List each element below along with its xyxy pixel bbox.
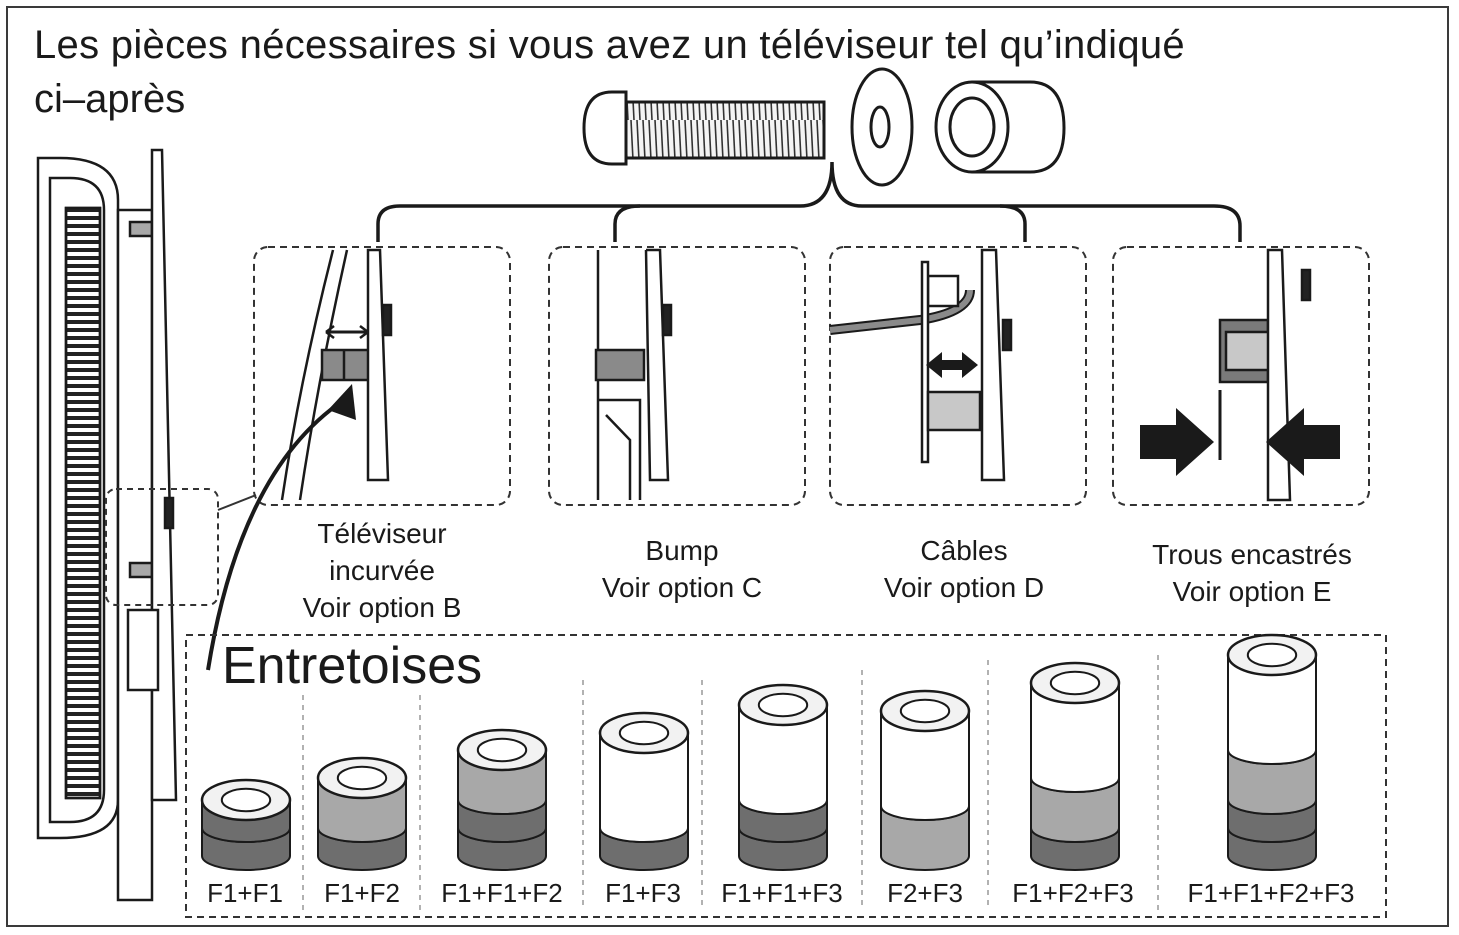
page-title-line2: ci–après xyxy=(34,77,186,121)
spacer-stack xyxy=(1226,633,1318,871)
option-e-line1: Trous encastrés xyxy=(1152,539,1352,570)
option-b-line1: Téléviseur xyxy=(317,518,447,549)
spacer-stacks xyxy=(200,633,1318,871)
curved-arrow-icon xyxy=(206,384,356,671)
washer-icon xyxy=(850,67,914,187)
option-d-caption: Câbles Voir option D xyxy=(832,532,1096,606)
option-e-line2: Voir option E xyxy=(1172,576,1332,607)
option-d-line1: Câbles xyxy=(920,535,1008,566)
spacer-label: F1+F2 xyxy=(324,878,400,908)
spacers-frame xyxy=(185,634,1387,918)
spacer-piece xyxy=(599,732,689,843)
option-c-line1: Bump xyxy=(645,535,719,566)
push-arrow-icon xyxy=(1140,408,1340,476)
spacer-hole xyxy=(1246,642,1298,668)
spacer-piece xyxy=(1030,777,1120,843)
page-title: Les pièces nécessaires si vous avez un t… xyxy=(34,23,1185,67)
page-frame xyxy=(6,6,1449,927)
spacer-piece xyxy=(1227,749,1317,815)
option-b-line2: incurvée xyxy=(329,555,435,586)
spacer-hole xyxy=(220,787,272,813)
spacer-label: F1+F1+F2+F3 xyxy=(1187,878,1355,908)
spacer-stack xyxy=(316,756,408,871)
panel-bump xyxy=(594,248,673,500)
spacer-stack xyxy=(737,683,829,871)
spacer-label: F1+F3 xyxy=(605,878,681,908)
spacer-stack xyxy=(456,728,548,871)
group-bracket xyxy=(376,161,1242,242)
spacer-piece xyxy=(1227,654,1317,765)
panel-curved-tv xyxy=(280,248,393,501)
spacer-label: F1+F1+F2 xyxy=(441,878,563,908)
spacer-piece xyxy=(880,710,970,821)
spacer-stack xyxy=(598,711,690,871)
spacer-label: F1+F1+F3 xyxy=(721,878,843,908)
spacer-hole xyxy=(476,737,528,763)
option-e-caption: Trous encastrés Voir option E xyxy=(1110,536,1394,610)
spacer-stack xyxy=(200,778,292,871)
spacer-hole xyxy=(336,765,388,791)
option-b-caption: Téléviseur incurvée Voir option B xyxy=(262,515,502,626)
spacer-hole xyxy=(618,720,670,746)
spacer-label: F1+F1 xyxy=(207,878,283,908)
spacer-dividers xyxy=(302,655,1159,910)
panel-cables xyxy=(829,248,1013,482)
spacer-hole xyxy=(757,692,809,718)
spacer-hole xyxy=(899,698,951,724)
option-b-line3: Voir option B xyxy=(302,592,462,623)
detail-callout xyxy=(105,488,219,606)
spacer-piece xyxy=(1030,682,1120,793)
spacer-icon xyxy=(934,80,1066,174)
option-c-line2: Voir option C xyxy=(601,572,763,603)
option-c-caption: Bump Voir option C xyxy=(552,532,812,606)
callout-leader xyxy=(217,494,257,511)
spacer-stack xyxy=(1029,661,1121,871)
screw-icon xyxy=(582,90,826,166)
spacers-title: Entretoises xyxy=(222,637,483,695)
spacer-piece xyxy=(880,805,970,871)
double-arrow-icon xyxy=(926,352,978,378)
spacer-hole xyxy=(1049,670,1101,696)
spacer-piece xyxy=(738,704,828,815)
option-d-line2: Voir option D xyxy=(883,572,1045,603)
spacer-label: F1+F2+F3 xyxy=(1012,878,1134,908)
option-panels xyxy=(253,246,1370,506)
spacer-stack xyxy=(879,689,971,871)
tv-side-view xyxy=(36,148,178,902)
spacer-label: F2+F3 xyxy=(887,878,963,908)
